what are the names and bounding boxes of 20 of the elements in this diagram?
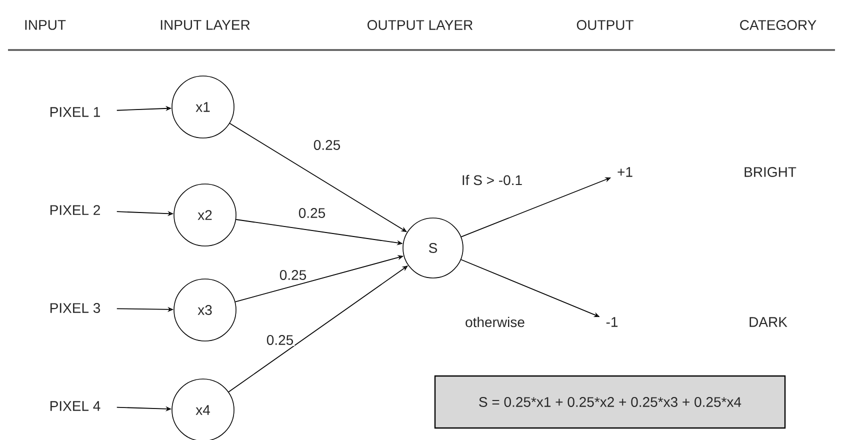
edge-label: 0.25 [312, 139, 342, 151]
node-text: PIXEL 2 [50, 205, 100, 215]
column-header: CATEGORY [740, 20, 816, 30]
category-label: BRIGHT [744, 167, 796, 177]
column-header: INPUT LAYER [160, 20, 250, 30]
column-header: OUTPUT [576, 20, 634, 30]
edge-label: If S > -0.1 [460, 174, 524, 186]
node-text: PIXEL 3 [50, 303, 100, 313]
column-header: INPUT [25, 20, 66, 30]
node-text: -1 [606, 317, 618, 327]
node-text: PIXEL 4 [50, 401, 100, 411]
edge-label: 0.25 [297, 207, 327, 219]
node-text: PIXEL 1 [50, 107, 100, 117]
edge-label: 0.25 [265, 334, 295, 346]
edge-label: 0.25 [278, 269, 308, 281]
category-label: DARK [750, 317, 788, 327]
edge-label: otherwise [464, 316, 526, 328]
formula-box: S = 0.25*x1 + 0.25*x2 + 0.25*x3 + 0.25*x4 [434, 375, 786, 429]
node-text: +1 [618, 167, 632, 177]
column-header: OUTPUT LAYER [368, 20, 472, 30]
